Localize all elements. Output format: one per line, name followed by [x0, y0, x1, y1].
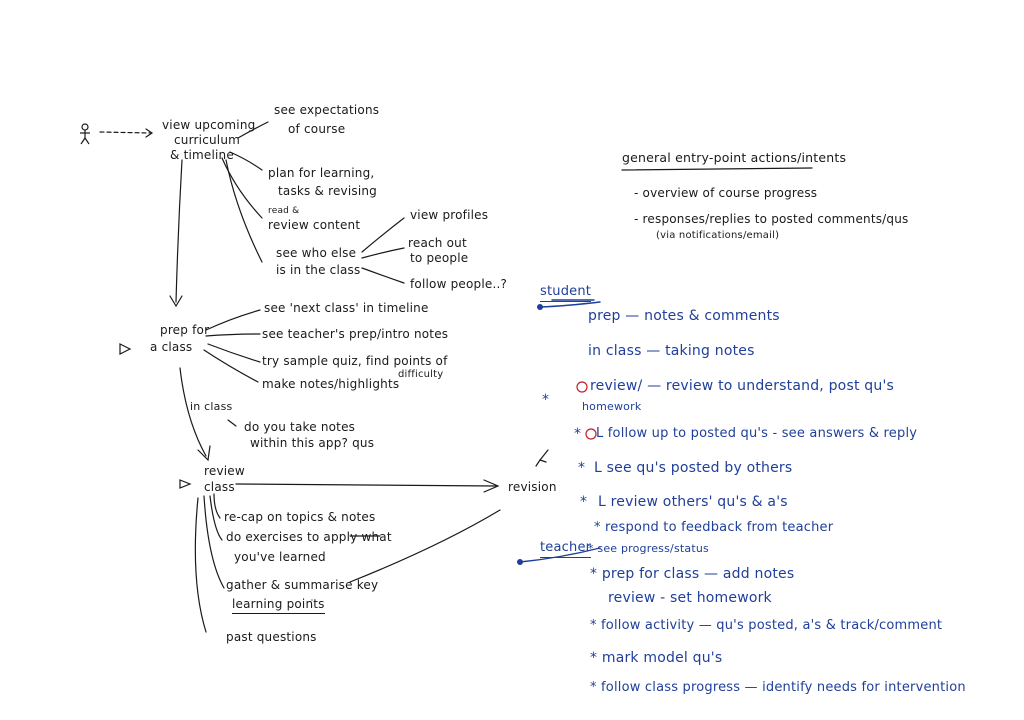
general-item-responses-sub: (via notifications/email)	[656, 230, 780, 241]
prep-item-quiz-1: try sample quiz, find points of	[262, 354, 448, 368]
view-curriculum-2: curriculum	[174, 133, 241, 147]
teacher-label: teacher	[540, 540, 592, 559]
plan-2: tasks & revising	[278, 184, 377, 198]
prep-item-notes: make notes/highlights	[262, 377, 400, 391]
see-who-1: see who else	[276, 246, 357, 260]
student-see-qus: L see qu's posted by others	[594, 460, 793, 476]
red-mark-icon	[576, 381, 588, 393]
student-review-star: *	[580, 494, 588, 510]
exercises-1: do exercises to apply what	[226, 530, 392, 544]
teacher-prep: * prep for class — add notes	[590, 566, 795, 582]
take-notes-1: do you take notes	[244, 420, 356, 434]
general-title: general entry-point actions/intents	[622, 150, 847, 165]
student-in-class: in class — taking notes	[588, 343, 755, 359]
connector-lines	[99, 121, 813, 633]
prep-item-quiz-2: difficulty	[398, 369, 444, 380]
reach-out-1: reach out	[408, 236, 467, 250]
view-curriculum-3: & timeline	[170, 148, 234, 162]
prep-class-2: a class	[150, 340, 193, 354]
red-mark-icon	[585, 428, 597, 440]
gather-1: gather & summarise key	[226, 578, 379, 592]
teacher-review: review - set homework	[608, 590, 772, 606]
see-expectations-1: see expectations	[274, 103, 380, 117]
review-class-2: class	[204, 480, 235, 494]
revision-label: revision	[508, 480, 557, 494]
see-expectations-2: of course	[288, 122, 346, 136]
review-content: review content	[268, 218, 361, 232]
prep-item-teacher-notes: see teacher's prep/intro notes	[262, 327, 449, 341]
stick-figure-icon	[80, 123, 90, 145]
student-follow-up: L follow up to posted qu's - see answers…	[596, 426, 918, 441]
past-questions: past questions	[226, 630, 317, 644]
teacher-sees: * see progress/status	[588, 542, 709, 555]
view-profiles: view profiles	[410, 208, 489, 222]
see-who-2: is in the class	[276, 263, 361, 277]
student-star-marker: *	[542, 392, 550, 408]
prep-item-next-class: see 'next class' in timeline	[264, 301, 429, 315]
student-respond: * respond to feedback from teacher	[594, 520, 834, 535]
reach-out-2: to people	[410, 251, 469, 265]
in-class-label: in class	[190, 400, 233, 413]
plan-1: plan for learning,	[268, 166, 375, 180]
exercises-2: you've learned	[234, 550, 326, 564]
student-review: review/ — review to understand, post qu'…	[590, 378, 894, 394]
view-curriculum-1: view upcoming	[162, 118, 256, 132]
teacher-follow-activity: * follow activity — qu's posted, a's & t…	[590, 618, 943, 633]
teacher-follow-progress: * follow class progress — identify needs…	[590, 680, 966, 695]
review-content-small: read &	[268, 206, 300, 216]
general-item-responses: - responses/replies to posted comments/q…	[634, 212, 909, 226]
student-label: student	[540, 284, 592, 303]
blue-connectors	[517, 299, 601, 565]
student-review-others: L review others' qu's & a's	[598, 494, 788, 510]
recap-item: re-cap on topics & notes	[224, 510, 376, 524]
student-see-star: *	[578, 460, 586, 476]
gather-2: learning points	[232, 597, 325, 614]
student-prep: prep — notes & comments	[588, 308, 780, 324]
teacher-mark: * mark model qu's	[590, 650, 723, 666]
student-follow-star: *	[574, 426, 582, 442]
general-item-overview: - overview of course progress	[634, 186, 818, 200]
follow-people: follow people..?	[410, 277, 508, 291]
prep-class-1: prep for	[160, 323, 210, 337]
review-class-1: review	[204, 464, 245, 478]
take-notes-2: within this app? qus	[250, 436, 375, 450]
student-homework: homework	[582, 400, 642, 413]
